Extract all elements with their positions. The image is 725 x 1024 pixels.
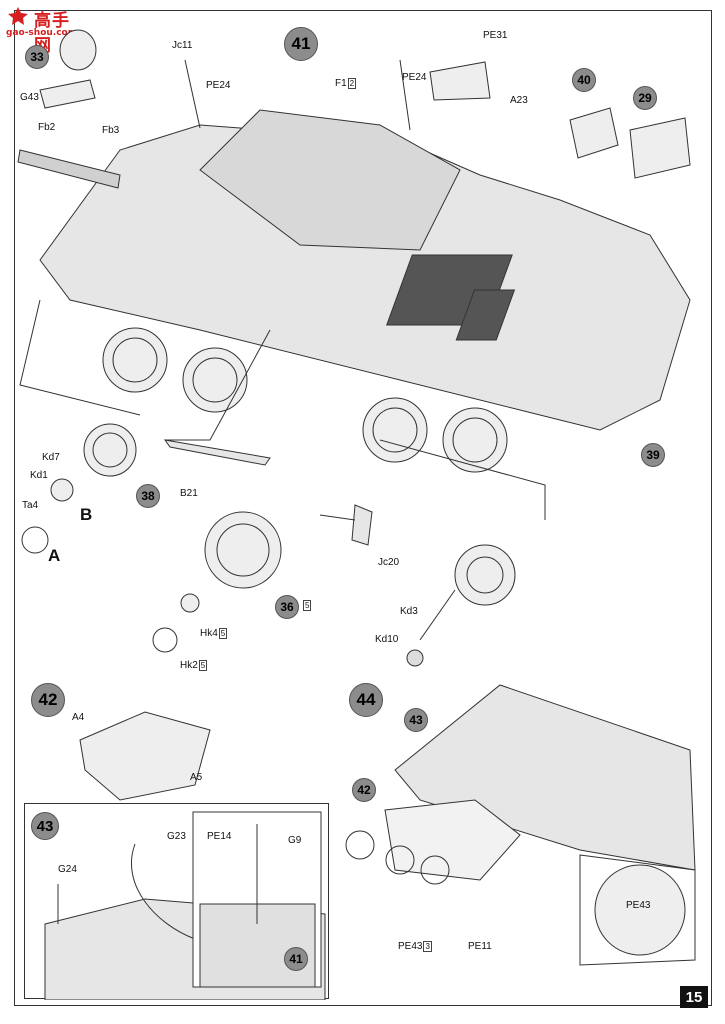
label-hk2-tag: 5 (198, 660, 208, 671)
step-39: 39 (641, 443, 665, 467)
label-pe14: PE14 (207, 831, 232, 842)
label-kd7: Kd7 (42, 452, 60, 463)
label-b: B (80, 505, 93, 524)
label-a4: A4 (72, 712, 85, 723)
label-g9: G9 (288, 835, 302, 846)
star-logo-icon (8, 7, 28, 25)
label-jc20: Jc20 (378, 557, 400, 568)
label-b21: B21 (180, 488, 198, 499)
label-a5: A5 (190, 772, 203, 783)
label-pe43-detail: PE43 (626, 900, 651, 911)
step-43-drawing (44, 811, 326, 1001)
label-pe24-left: PE24 (206, 80, 231, 91)
label-a: A (48, 546, 61, 565)
step-29: 29 (633, 86, 657, 110)
step-43-ref: 43 (404, 708, 428, 732)
label-ta4: Ta4 (22, 500, 39, 511)
label-pe31: PE31 (483, 30, 508, 41)
step-33: 33 (25, 45, 49, 69)
label-fb2: Fb2 (38, 122, 56, 133)
step-36: 36 (275, 595, 299, 619)
step-36-tag: 5 (303, 600, 312, 611)
label-pe24-right: PE24 (402, 72, 427, 83)
watermark-url: gao-shou.com (6, 28, 78, 38)
page-number: 15 (680, 986, 708, 1008)
label-a23: A23 (510, 95, 528, 106)
step-44: 44 (349, 683, 383, 717)
step-41-ref: 41 (284, 947, 308, 971)
label-hk4-tag: 5 (218, 628, 228, 639)
label-g23: G23 (167, 831, 186, 842)
page-frame (14, 10, 712, 1006)
label-kd10: Kd10 (375, 634, 399, 645)
label-kd3: Kd3 (400, 606, 418, 617)
label-g24: G24 (58, 864, 77, 875)
label-jc11: Jc11 (172, 40, 193, 51)
label-fb3: Fb3 (102, 125, 120, 136)
label-pe11: PE11 (468, 941, 492, 952)
step-42: 42 (31, 683, 65, 717)
label-pe43-tag: 3 (423, 941, 432, 952)
step-40: 40 (572, 68, 596, 92)
label-g43: G43 (20, 92, 39, 103)
label-kd1: Kd1 (30, 470, 48, 481)
step-43: 43 (31, 812, 59, 840)
step-43-inset: 43 G23 G24 PE14 G9 41 (24, 803, 329, 1001)
label-f1-tag: 2 (347, 78, 357, 89)
step-42-ref: 42 (352, 778, 376, 802)
step-38: 38 (136, 484, 160, 508)
step-41: 41 (284, 27, 318, 61)
